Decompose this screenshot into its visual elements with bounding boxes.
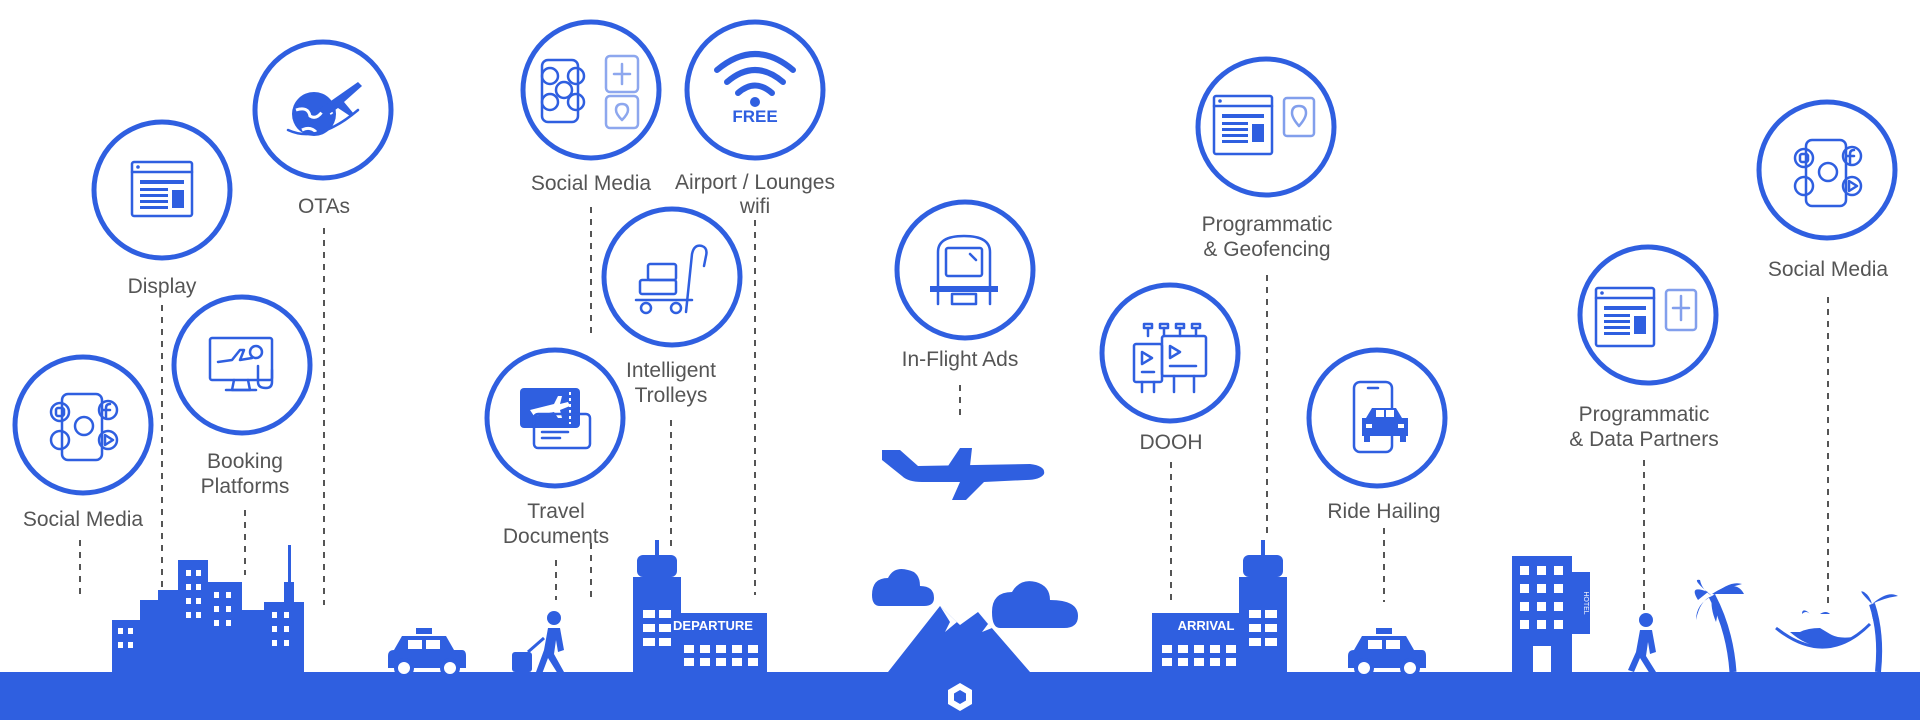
data-partners-node: Programmatic & Data Partners xyxy=(1569,244,1719,451)
travel-docs-label-line1: Travel xyxy=(527,500,585,523)
social-apps-phone-icon xyxy=(1793,138,1863,208)
ride-hailing-node: Ride Hailing xyxy=(1306,347,1448,523)
ride-hailing-label: Ride Hailing xyxy=(1327,500,1440,523)
inflight-ads-node: In-Flight Ads xyxy=(894,199,1036,371)
otas-node: OTAs xyxy=(252,39,394,218)
connector-lines xyxy=(79,207,1829,612)
social-media-node: Social Media xyxy=(520,19,662,195)
wifi-label-line2: wifi xyxy=(739,195,770,218)
digital-billboard-icon xyxy=(1132,322,1208,394)
intelligent-trolleys-node: Intelligent Trolleys xyxy=(601,206,743,407)
wifi-label-line1: Airport / Lounges xyxy=(675,171,835,194)
web-page-icon xyxy=(130,160,194,218)
departure-sign: DEPARTURE xyxy=(673,618,753,633)
hexagon-logo-icon xyxy=(948,683,972,711)
dooh-label: DOOH xyxy=(1140,431,1203,454)
trolleys-label-line2: Trolleys xyxy=(635,384,708,407)
display-label: Display xyxy=(128,275,197,298)
mountains-clouds-icon xyxy=(872,569,1078,672)
booking-platforms-node: Booking Platforms xyxy=(171,294,313,498)
booking-label-line2: Platforms xyxy=(201,475,290,498)
hotel-sign: HOTEL xyxy=(1582,591,1589,614)
seatback-screen-icon xyxy=(930,234,998,306)
geofencing-label-line1: Programmatic xyxy=(1202,213,1333,236)
social-media-node: Social Media xyxy=(1756,99,1898,281)
taxi-icon xyxy=(388,628,466,678)
social-media-label: Social Media xyxy=(531,172,652,195)
travel-docs-label-line2: Documents xyxy=(503,525,609,548)
travel-documents-node: Travel Documents xyxy=(484,347,626,548)
trolleys-label-line1: Intelligent xyxy=(626,359,716,382)
luggage-trolley-icon xyxy=(634,244,708,315)
traveler-with-suitcase-icon xyxy=(512,611,564,674)
wifi-icon xyxy=(714,51,796,107)
geofencing-node: Programmatic & Geofencing xyxy=(1195,56,1337,261)
social-apps-phone-icon xyxy=(49,392,119,462)
arrival-terminal-icon: ARRIVAL xyxy=(1152,540,1287,672)
inflight-label: In-Flight Ads xyxy=(902,348,1019,371)
otas-label: OTAs xyxy=(298,195,350,218)
web-page-travel-icon xyxy=(1594,286,1698,348)
booking-computer-icon xyxy=(208,336,274,392)
booking-label-line1: Booking xyxy=(207,450,283,473)
data-partners-label-line2: & Data Partners xyxy=(1569,428,1718,451)
phone-car-icon xyxy=(1352,380,1408,454)
taxi-icon xyxy=(1348,628,1426,678)
dooh-node: DOOH xyxy=(1099,282,1241,454)
display-node: Display xyxy=(91,119,233,298)
airplane-icon xyxy=(882,448,1045,500)
hotel-building-icon: HOTEL xyxy=(1512,556,1590,672)
web-page-geolocation-icon xyxy=(1212,94,1316,156)
social-media-node: Social Media xyxy=(12,354,154,531)
data-partners-label-line1: Programmatic xyxy=(1579,403,1710,426)
departure-terminal-icon: DEPARTURE xyxy=(633,540,767,672)
wifi-node: FREE Airport / Lounges wifi xyxy=(675,19,835,218)
boarding-pass-icon xyxy=(520,388,592,450)
arrival-sign: ARRIVAL xyxy=(1178,618,1235,633)
globe-plane-icon xyxy=(286,82,362,136)
social-media-label: Social Media xyxy=(1768,258,1889,281)
walking-person-icon xyxy=(1628,613,1656,674)
social-media-label: Social Media xyxy=(23,508,144,531)
city-skyline-icon xyxy=(112,545,304,672)
beach-palms-hammock-icon xyxy=(1694,579,1898,673)
geofencing-label-line2: & Geofencing xyxy=(1203,238,1330,261)
social-apps-travel-icon xyxy=(540,54,640,130)
wifi-free-badge: FREE xyxy=(732,107,777,126)
